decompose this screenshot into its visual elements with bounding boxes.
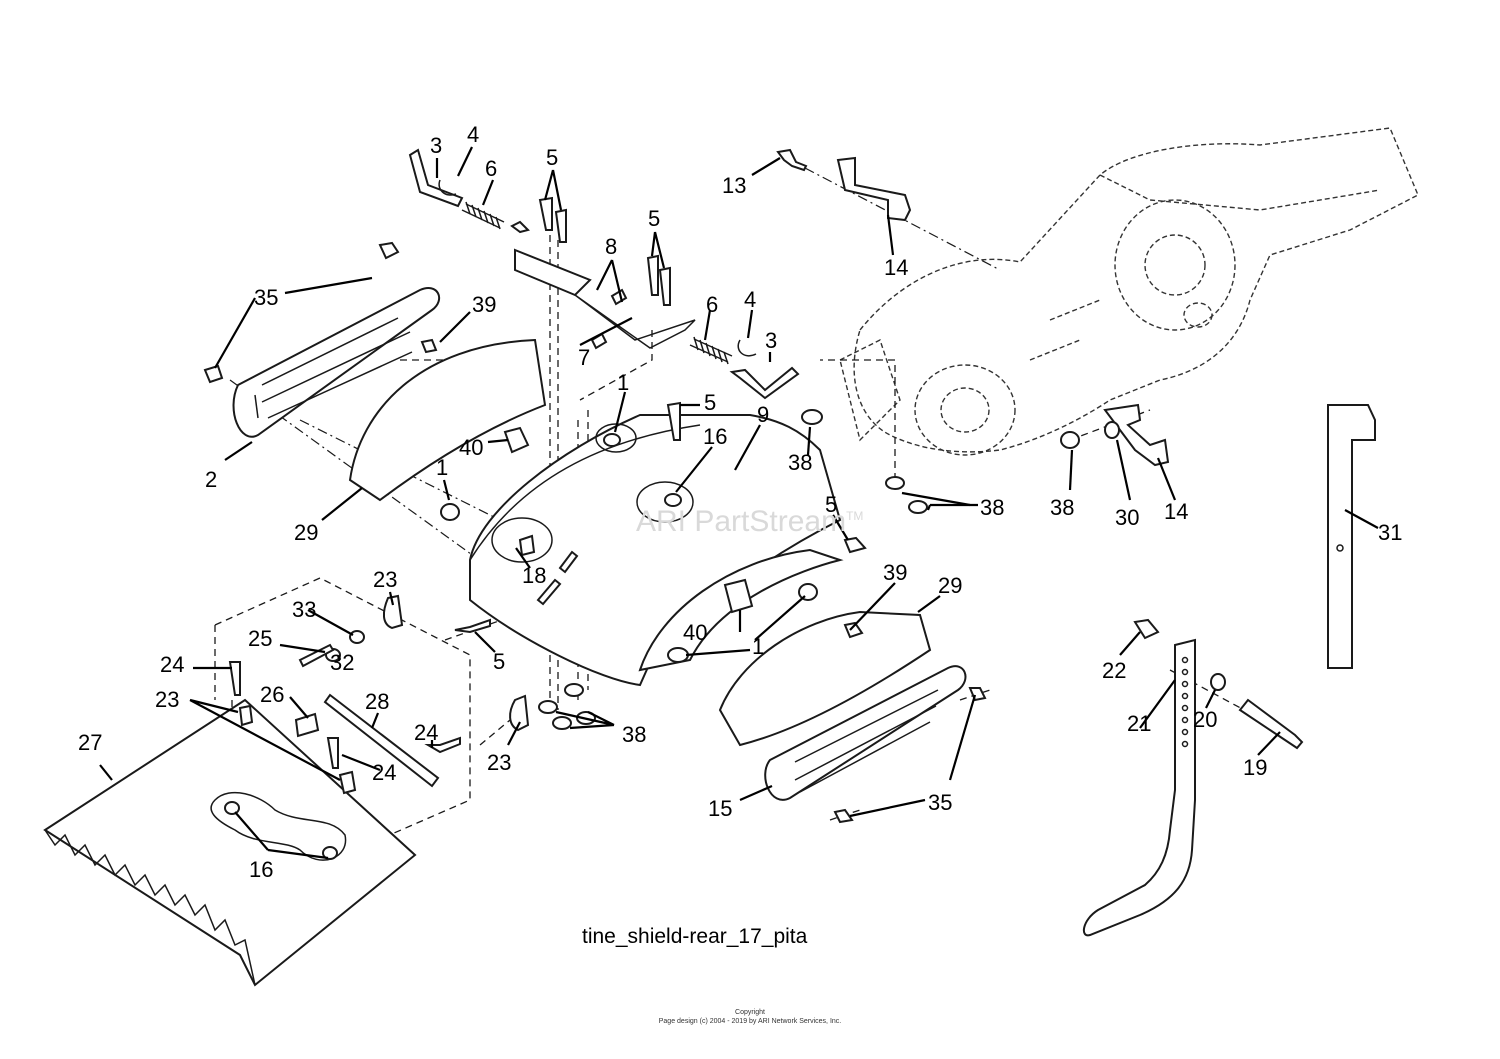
callout-19: 19 [1243, 755, 1267, 780]
shield-panel-right [718, 610, 932, 747]
callout-23: 23 [155, 687, 179, 712]
callout-38: 38 [980, 495, 1004, 520]
callout-7: 7 [578, 345, 590, 370]
mount-bracket-14b [1103, 403, 1170, 467]
drag-stake [1082, 638, 1196, 937]
mount-bracket-14a [836, 156, 912, 222]
callout-30: 30 [1115, 505, 1139, 530]
callout-1: 1 [617, 370, 629, 395]
callout-14: 14 [884, 255, 908, 280]
depth-bar [1327, 404, 1376, 669]
watermark: ARI PartStreamTM [636, 505, 864, 538]
copyright-footer: Copyright Page design (c) 2004 - 2019 by… [650, 1008, 850, 1026]
callout-29: 29 [938, 573, 962, 598]
shield-plate-right [764, 665, 967, 801]
callout-35: 35 [928, 790, 952, 815]
diagram-caption: tine_shield-rear_17_pita [582, 925, 808, 948]
callout-40: 40 [459, 435, 483, 460]
copyright-label: Copyright [735, 1009, 765, 1016]
watermark-tm: TM [846, 509, 864, 523]
shield-panel-left [348, 338, 547, 502]
callout-25: 25 [248, 626, 272, 651]
spring-left [461, 201, 505, 230]
callout-6: 6 [706, 292, 718, 317]
callout-28: 28 [365, 689, 389, 714]
callout-5: 5 [546, 145, 558, 170]
callout-5: 5 [704, 390, 716, 415]
bracket-upper [514, 248, 696, 349]
callout-24: 24 [414, 720, 438, 745]
drag-pin [1238, 698, 1304, 750]
hinge-clips [238, 594, 530, 795]
callout-23: 23 [373, 567, 397, 592]
callout-4: 4 [467, 122, 479, 147]
callout-24: 24 [372, 760, 396, 785]
callout-13: 13 [722, 173, 746, 198]
tine-shield-main [469, 414, 842, 687]
callout-35: 35 [254, 285, 278, 310]
callout-40: 40 [683, 620, 707, 645]
control-rod-right [729, 366, 800, 400]
callout-1: 1 [436, 455, 448, 480]
spring-right [689, 336, 733, 365]
control-rod-left [408, 148, 530, 234]
callout-16: 16 [703, 424, 727, 449]
callout-5: 5 [825, 492, 837, 517]
copyright-text: Page design (c) 2004 - 2019 by ARI Netwo… [658, 1018, 842, 1025]
callout-23: 23 [487, 750, 511, 775]
callout-5: 5 [493, 649, 505, 674]
callout-6: 6 [485, 156, 497, 181]
leader-lines [99, 146, 1379, 860]
callout-9: 9 [757, 402, 769, 427]
callout-3: 3 [430, 133, 442, 158]
drag-stake-holes [1181, 656, 1189, 748]
callout-15: 15 [708, 796, 732, 821]
callout-24: 24 [160, 652, 184, 677]
callout-27: 27 [78, 730, 102, 755]
small-parts [294, 288, 628, 738]
callout-33: 33 [292, 597, 316, 622]
callout-22: 22 [1102, 658, 1126, 683]
flap-rod [323, 693, 440, 788]
callout-8: 8 [605, 234, 617, 259]
callout-38: 38 [788, 450, 812, 475]
clip-left [438, 179, 457, 196]
callout-39: 39 [472, 292, 496, 317]
callout-32: 32 [330, 650, 354, 675]
callout-1: 1 [752, 634, 764, 659]
rubber-bumpers [503, 426, 754, 614]
callout-38: 38 [1050, 495, 1074, 520]
callout-2: 2 [205, 467, 217, 492]
callout-14: 14 [1164, 499, 1188, 524]
shield-plate-left [232, 287, 441, 438]
callout-3: 3 [765, 328, 777, 353]
callout-29: 29 [294, 520, 318, 545]
callout-labels: 3 4 6 5 8 5 13 14 35 39 6 4 3 7 1 5 16 9… [78, 122, 1402, 882]
callout-5: 5 [648, 206, 660, 231]
clip-right [737, 339, 757, 357]
callout-18: 18 [522, 563, 546, 588]
shield-flap-right-upper [638, 548, 844, 672]
nut-hardware [224, 409, 1226, 860]
callout-20: 20 [1193, 707, 1217, 732]
callout-38: 38 [622, 722, 646, 747]
callout-4: 4 [744, 287, 756, 312]
callout-16: 16 [249, 857, 273, 882]
callout-26: 26 [260, 682, 284, 707]
bolt-hardware [203, 148, 1160, 824]
callout-31: 31 [1378, 520, 1402, 545]
callout-39: 39 [883, 560, 907, 585]
callout-21: 21 [1127, 711, 1151, 736]
